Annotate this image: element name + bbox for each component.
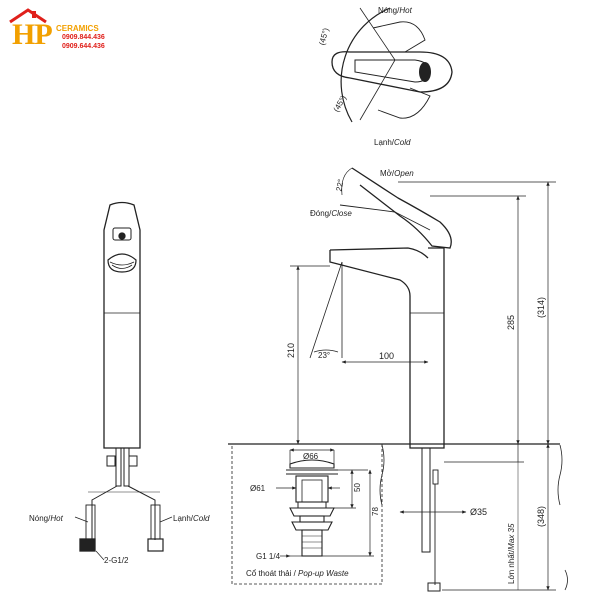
- waste-frame: [231, 443, 383, 585]
- dim-total-height-label: (314): [536, 297, 546, 318]
- brand-logo: HP CERAMICS 0909.844.436 0909.644.436: [6, 6, 126, 54]
- open-label: Mở/Open: [380, 169, 414, 178]
- dim-50-label: 50: [353, 483, 362, 492]
- angle-hot-label: (45°): [317, 27, 330, 46]
- side-lever-open: [351, 167, 452, 249]
- logo-brand-name: CERAMICS: [56, 24, 99, 33]
- side-body-outline: [409, 247, 445, 449]
- handle-outline: [331, 51, 453, 93]
- waste-nut: [289, 507, 335, 517]
- cold-limit-line: [359, 59, 396, 121]
- handle-lever: [354, 59, 431, 83]
- front-hot-label: Nóng/Hot: [29, 514, 64, 523]
- handle-cold-label: Lạnh/Cold: [374, 138, 411, 147]
- handle-hot-label: Nóng/Hot: [378, 6, 413, 15]
- handle-hub-icon: [419, 62, 431, 82]
- dim-top-diameter-label: Ø66: [303, 452, 319, 461]
- faucet-front-view: [79, 201, 164, 552]
- handle-hot-position: [372, 21, 426, 53]
- dim-body-height-label: 285: [506, 315, 516, 330]
- logo-roof-icon: [9, 8, 47, 24]
- front-handle-cap: [112, 227, 132, 241]
- dim-spout-height: [290, 265, 330, 445]
- thread-size-label: G1 1/4: [256, 552, 281, 561]
- side-spout-top: [329, 247, 429, 259]
- dim-78-label: 78: [371, 507, 380, 516]
- dim-max-thickness: [444, 444, 524, 590]
- front-lever-shading: [109, 261, 135, 266]
- popup-waste-panel: Ø66 Ø61 50 78 G1 1/4 Cổ thoát thải / Pop…: [231, 443, 383, 585]
- dim-shank-diameter-label: Ø35: [470, 507, 487, 517]
- hot-limit-line: [359, 7, 396, 61]
- faucet-side-view: [228, 167, 568, 592]
- waste-drawing: [286, 459, 338, 557]
- dim-total-height: [398, 181, 556, 445]
- lever-angle-label: 22°: [335, 179, 346, 192]
- hot-hose-nut-icon: [79, 538, 96, 552]
- front-handle-screw-icon: [118, 232, 126, 240]
- logo-phone-1: 0909.844.436: [62, 34, 105, 41]
- dim-below-counter-label: (348): [536, 506, 546, 527]
- dim-reach-label: 100: [379, 351, 394, 361]
- dim-max-label: Lớn nhất/Max 35: [507, 523, 516, 584]
- dim-body-diameter-label: Ø61: [250, 484, 266, 493]
- dim-body-height: [430, 195, 526, 445]
- connection-size-label: 2-G1/2: [104, 556, 129, 565]
- spout-angle-label: 23°: [318, 351, 330, 360]
- close-label: Đóng/Close: [310, 209, 352, 218]
- waste-caption: Cổ thoát thải / Pop-up Waste: [246, 569, 349, 578]
- water-stream-line: [309, 261, 343, 359]
- handle-top-view: [331, 7, 453, 123]
- dim-spout-height-label: 210: [286, 343, 296, 358]
- cold-hose-nut-icon: [147, 538, 164, 552]
- side-lever-closed: [339, 204, 431, 231]
- side-shank: [421, 447, 431, 553]
- dim-below-counter: [442, 443, 556, 591]
- front-lever-opening: [107, 253, 137, 273]
- side-spout-bottom: [329, 250, 411, 297]
- logo-phone-2: 0909.644.436: [62, 43, 105, 50]
- front-cold-label: Lạnh/Cold: [173, 514, 210, 523]
- rotation-arc: [340, 7, 391, 123]
- logo-mark: HP: [12, 18, 53, 51]
- waste-cap: [289, 459, 335, 469]
- handle-cold-position: [377, 87, 431, 119]
- front-body-outline: [103, 201, 141, 449]
